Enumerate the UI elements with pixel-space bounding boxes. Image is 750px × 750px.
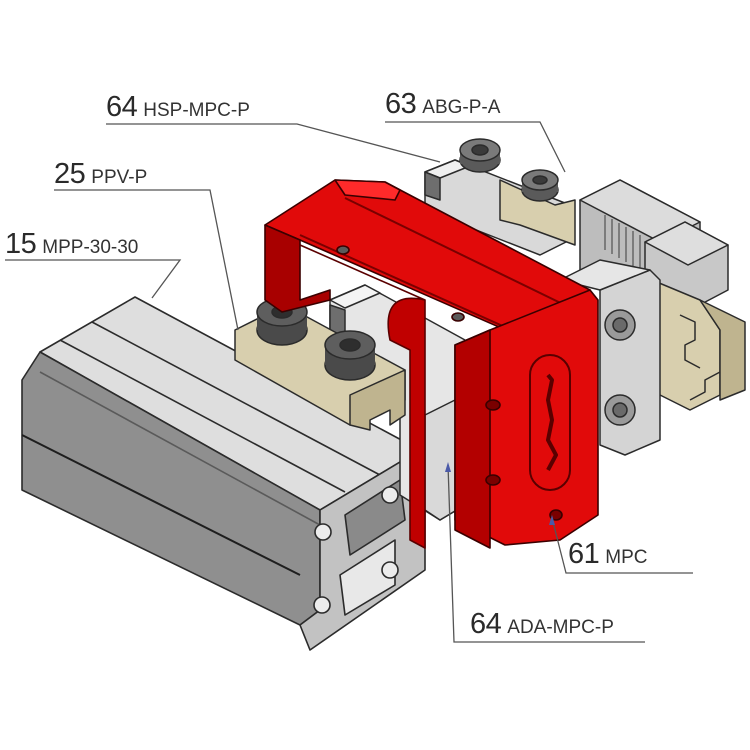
callout-part-code: MPP-30-30 [42,237,139,258]
callout-number: 25 [54,158,86,190]
mpc-red-module [264,179,599,549]
callout-part-code: MPC [605,547,648,568]
callout-number: 15 [5,228,37,260]
leader-mpc [551,517,693,574]
leader-ppv-p [54,189,239,331]
callout-number: 64 [106,91,138,123]
callout-number: 61 [568,538,600,570]
leader-abg-p-a [385,121,566,173]
callout-number: 64 [470,608,502,640]
callout-number: 63 [385,88,417,120]
arrowheads [445,462,555,525]
leader-hsp-mpc-p [106,123,441,163]
callout-part-code: ABG-P-A [422,97,501,118]
callout-part-code: ADA-MPC-P [507,617,614,638]
callout-part-code: HSP-MPC-P [143,100,250,121]
hsp-mpc-p-holder [424,138,576,256]
callout-part-code: PPV-P [91,167,148,188]
leader-ada-mpc-p [447,464,645,643]
mpp-30-30-profile [21,296,426,651]
ppv-p-clamp [234,297,406,431]
rear-gripper-assembly [559,179,746,456]
leader-lines [5,121,693,643]
leader-mpp-30-30 [5,259,182,299]
